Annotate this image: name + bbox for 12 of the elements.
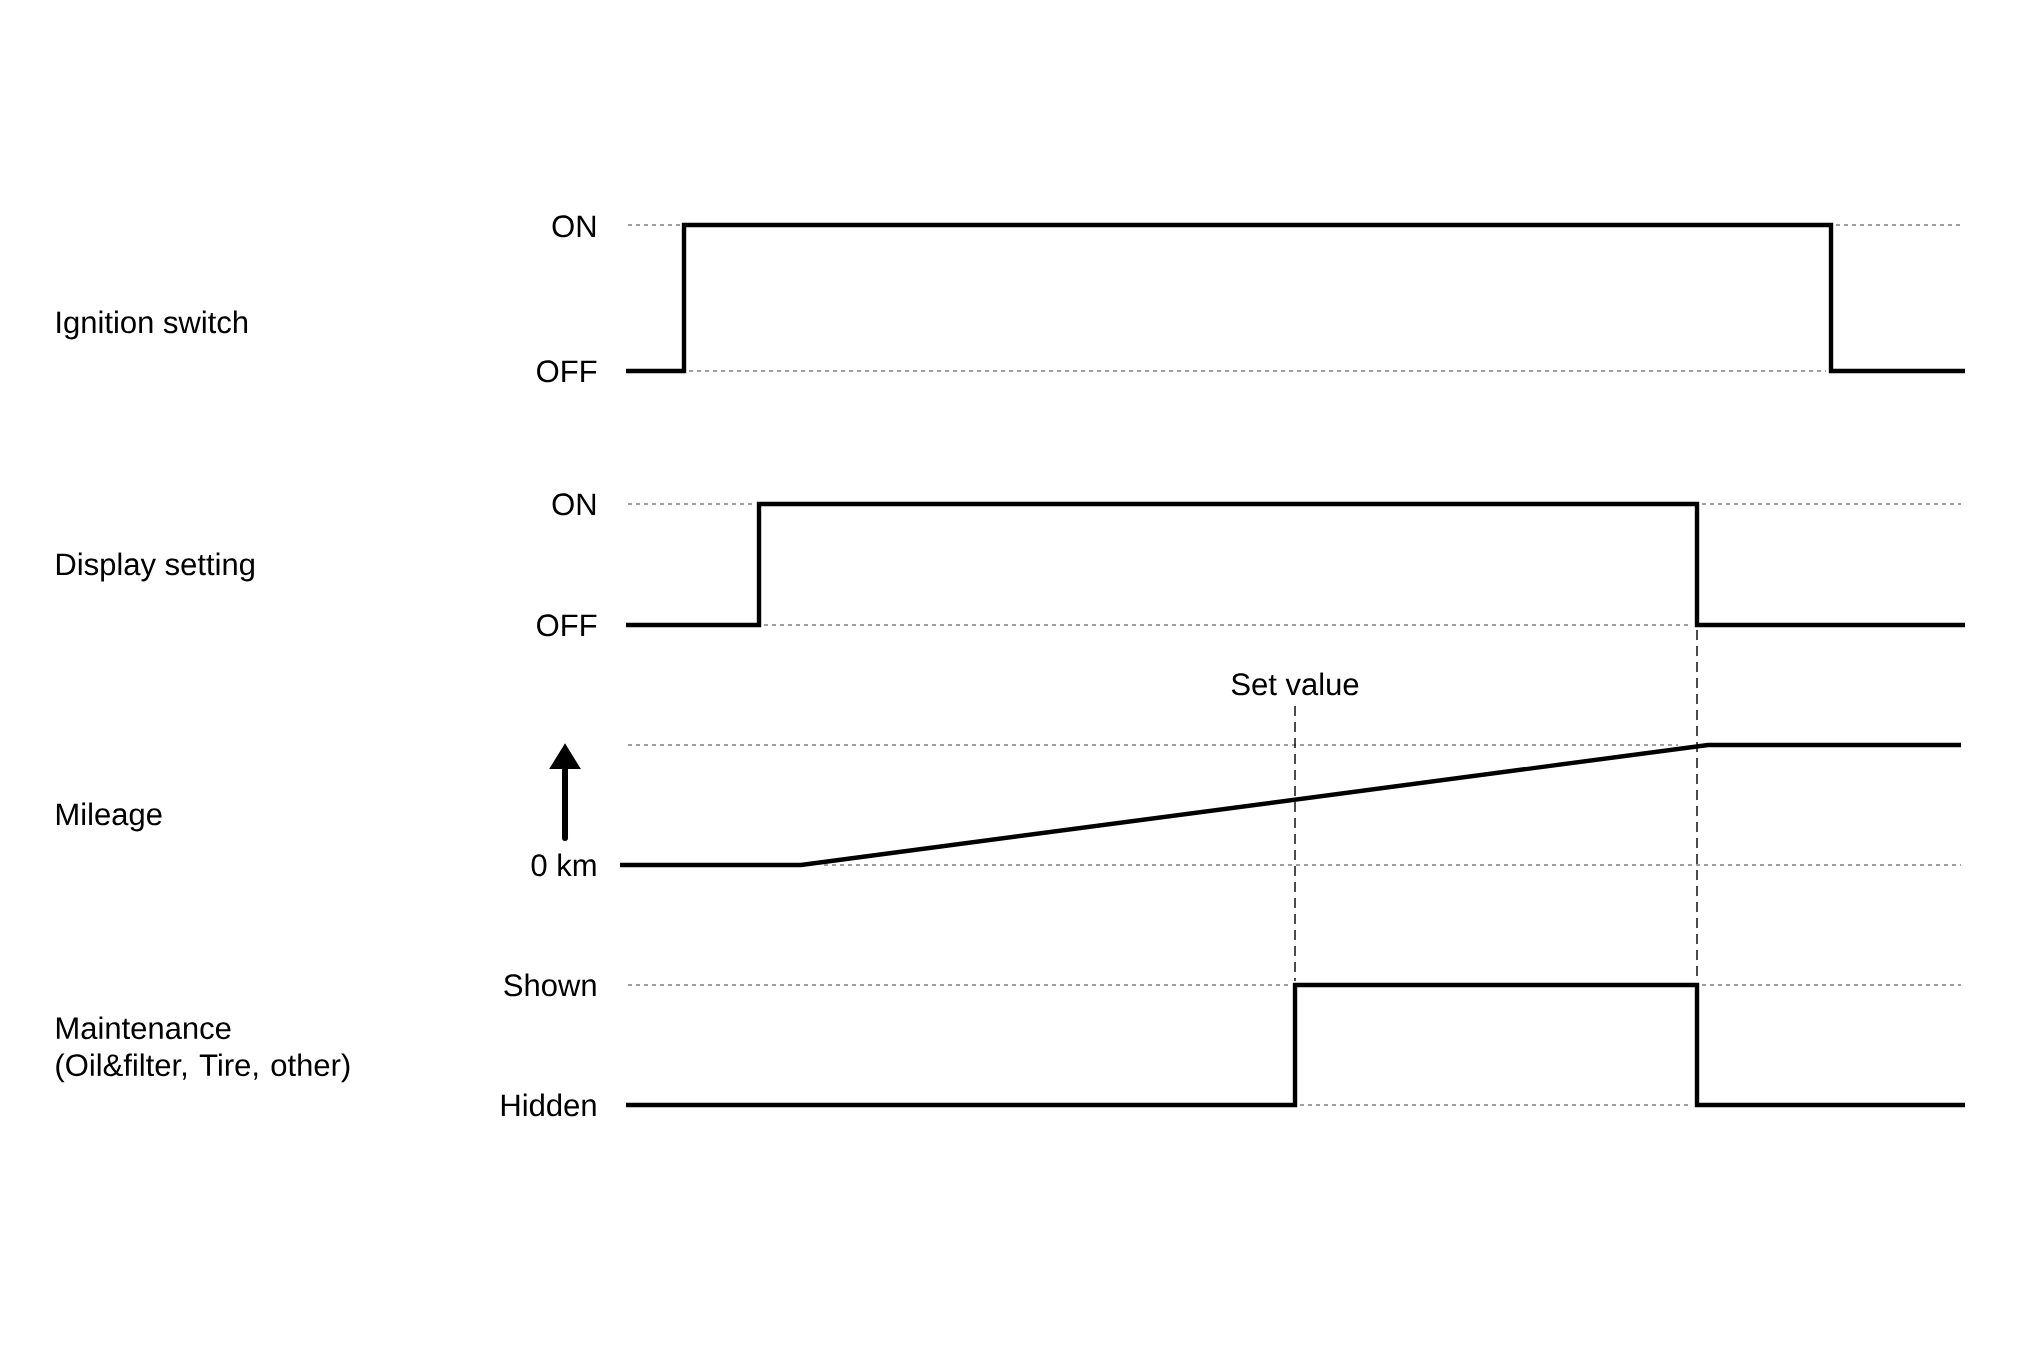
signal-label: Mileage — [56, 802, 162, 832]
level-label: 0 km — [531, 853, 596, 877]
signal-label: Maintenance (Oil&filter, Tire, other) — [56, 1016, 350, 1083]
level-label: ON — [552, 493, 596, 516]
annotation-label: Set value — [1231, 672, 1359, 696]
signal-label: Ignition switch — [57, 310, 248, 340]
level-label: Shown — [504, 973, 596, 997]
level-label: Hidden — [501, 1093, 596, 1117]
level-label: OFF — [537, 614, 597, 637]
level-label: OFF — [537, 360, 597, 383]
level-label: ON — [552, 215, 596, 238]
signal-label: Display setting — [56, 552, 254, 582]
